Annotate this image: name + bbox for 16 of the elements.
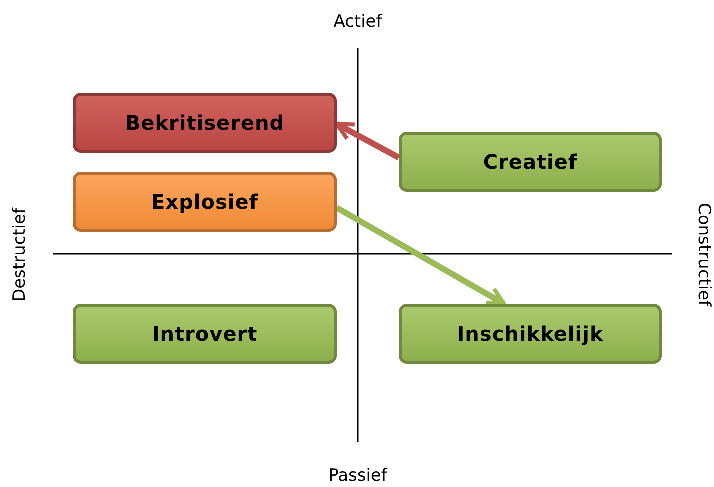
category-box [73, 172, 337, 232]
axis-label: Actief [334, 12, 382, 32]
axis-label: Constructief [694, 203, 714, 307]
category-box [399, 132, 662, 192]
axis-label: Passief [328, 466, 388, 486]
category-box [73, 304, 337, 364]
arrow [336, 205, 506, 307]
box-label: Creatief [483, 150, 578, 174]
box-label: Explosief [152, 190, 258, 214]
category-box [73, 93, 337, 153]
box-label: Inschikkelijk [457, 322, 604, 346]
axis-label: Destructief [10, 208, 30, 302]
box-label: Introvert [152, 322, 258, 346]
arrow [335, 122, 400, 160]
box-label: Bekritiserend [125, 111, 285, 135]
category-box [399, 304, 662, 364]
